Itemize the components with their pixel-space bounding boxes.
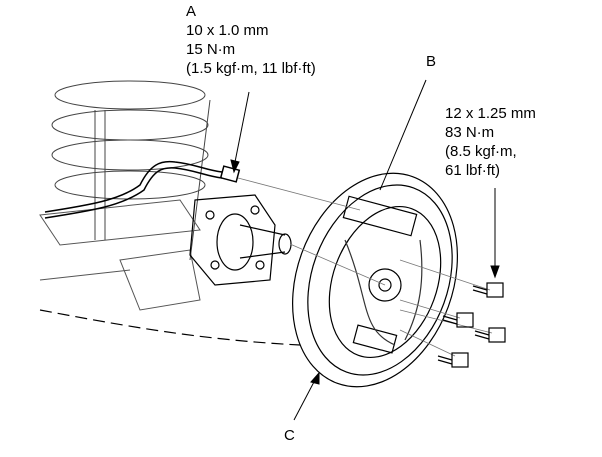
callout-bolts: 12 x 1.25 mm 83 N·m (8.5 kgf·m, 61 lbf·f… <box>445 104 536 180</box>
hub-flange <box>189 194 292 286</box>
callout-b: B <box>426 53 437 70</box>
callout-a: A 10 x 1.0 mm 15 N·m (1.5 kgf·m, 11 lbf·… <box>186 2 316 78</box>
callout-a-size: 10 x 1.0 mm <box>186 22 269 39</box>
bolts-torque-alt-1: (8.5 kgf·m, <box>445 143 517 160</box>
alignment-lines <box>237 177 493 357</box>
callout-a-torque: 15 N·m <box>186 41 236 58</box>
bolts-size: 12 x 1.25 mm <box>445 105 536 122</box>
bolts-torque: 83 N·m <box>445 124 495 141</box>
backing-plate <box>292 172 458 388</box>
suspension-arm <box>39 199 201 311</box>
callout-c: C <box>284 427 295 444</box>
coil-spring <box>51 80 211 261</box>
bolts-torque-alt-2: 61 lbf·ft) <box>445 162 501 179</box>
leader-lines <box>230 79 500 421</box>
callout-a-letter: A <box>186 3 197 20</box>
callout-a-torque-alt: (1.5 kgf·m, 11 lbf·ft) <box>186 60 316 77</box>
brake-line <box>44 160 241 219</box>
mounting-bolts <box>437 282 506 368</box>
dashed-outline <box>39 309 301 346</box>
